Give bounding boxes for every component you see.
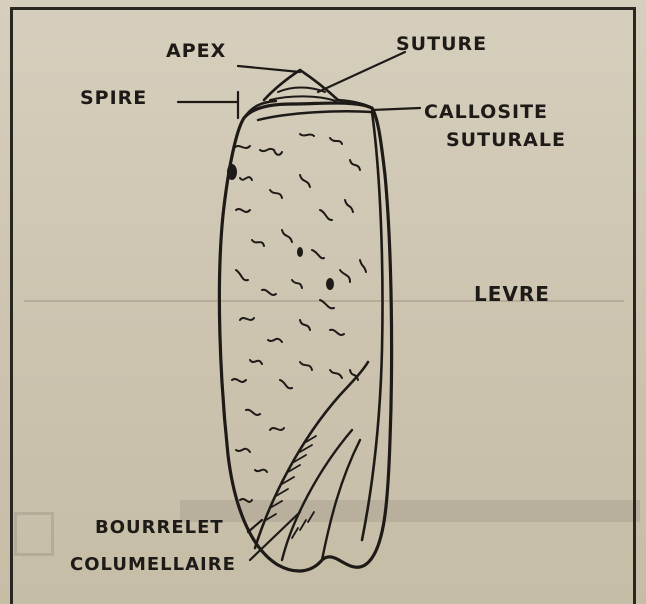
shell-dark-spots [227,164,334,290]
bourrelet-label-line2: COLUMELLAIRE [70,554,236,575]
levre-label: LEVRE [474,282,550,306]
aperture-curve [322,440,360,560]
spire-label: SPIRE [80,87,147,109]
apex-label: APEX [166,40,226,62]
columellar-fold-outer [255,362,368,548]
apex-leader [238,66,300,72]
callosite-label-line1: CALLOSITE [424,101,548,123]
shell-surface-markings [232,134,366,502]
callosite-leader [372,108,420,110]
spire-leader [178,92,238,118]
sutural-callus-line [258,111,372,120]
columellar-plaits [266,436,316,538]
outer-lip-line [362,112,383,540]
spire-whorl-2 [270,96,336,101]
callosite-label-line2: SUTURALE [446,129,566,151]
suture-label: SUTURE [396,33,487,55]
bourrelet-label-line1: BOURRELET [95,517,224,538]
suture-leader [318,52,405,92]
columellar-fold-inner [282,430,352,560]
